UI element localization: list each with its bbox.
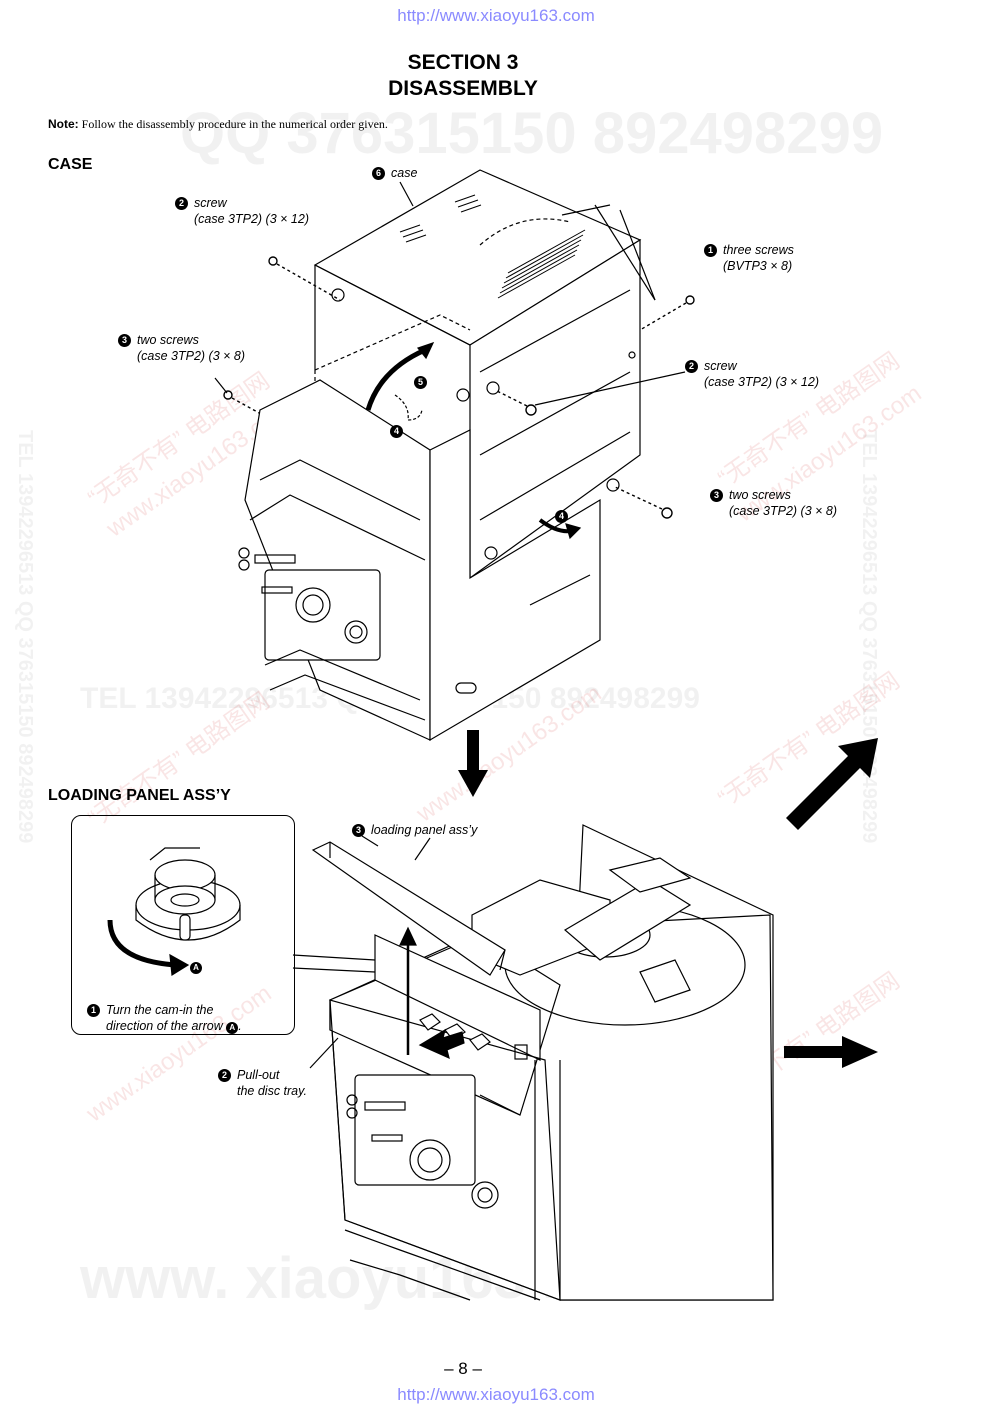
step-badge: 1 [87,1004,100,1017]
label-text: Pull-out [237,1068,280,1082]
label-spec: (case 3TP2) (3 × 12) [194,212,309,226]
label-loading-panel: 3 loading panel ass’y [352,822,477,838]
step-badge: 2 [175,197,188,210]
page-number: – 8 – [444,1359,482,1378]
label-text: loading panel ass’y [371,823,478,837]
note-label: Note: [48,117,79,131]
label-text: two screws [729,488,791,502]
step-badge: 2 [685,360,698,373]
step-badge: 3 [710,489,723,502]
footer-url[interactable]: http://www.xiaoyu163.com [397,1385,595,1404]
label-text: case [391,166,418,180]
label-text: three screws [723,243,794,257]
step-marker-4: 4 [390,423,409,439]
label-pull-out: 2 Pull-out the disc tray. [218,1067,307,1099]
step-badge: 3 [352,824,365,837]
label-text: direction of the arrow [106,1019,223,1033]
label-text: the disc tray. [237,1084,307,1098]
step-badge: 3 [118,334,131,347]
header-url[interactable]: http://www.xiaoyu163.com [397,6,595,25]
label-spec: (case 3TP2) (3 × 12) [704,375,819,389]
inset-marker-a: A [190,958,202,974]
note-text: Follow the disassembly procedure in the … [81,117,388,131]
case-heading: CASE [48,156,93,173]
marker-a: A [226,1022,239,1034]
label-text: two screws [137,333,199,347]
note: Note: Follow the disassembly procedure i… [48,117,388,132]
label-text: screw [194,196,227,210]
label-screw-right: 2 screw (case 3TP2) (3 × 12) [685,358,819,390]
step-marker-5: 5 [414,374,433,390]
step-marker-4: 4 [555,508,574,524]
cam-inset-frame [71,815,295,1035]
label-spec: (case 3TP2) (3 × 8) [729,504,838,518]
label-screw-top-left: 2 screw (case 3TP2) (3 × 12) [175,195,309,227]
section-title: DISASSEMBLY [388,77,538,100]
label-text: screw [704,359,737,373]
step-badge: 2 [218,1069,231,1082]
label-two-screws-right: 3 two screws (case 3TP2) (3 × 8) [710,487,837,519]
step-badge: 6 [372,167,385,180]
label-spec: (BVTP3 × 8) [723,259,793,273]
label-two-screws-left: 3 two screws (case 3TP2) (3 × 8) [118,332,245,364]
label-spec: (case 3TP2) (3 × 8) [137,349,246,363]
step-badge: 1 [704,244,717,257]
label-turn-cam: 1 Turn the cam-in the direction of the ar… [87,1002,242,1034]
label-case: 6 case [372,165,417,181]
label-text: Turn the cam-in the [106,1003,214,1017]
section-number: SECTION 3 [407,51,519,74]
label-three-screws: 1 three screws (BVTP3 × 8) [704,242,794,274]
loading-panel-heading: LOADING PANEL ASS’Y [48,787,231,804]
